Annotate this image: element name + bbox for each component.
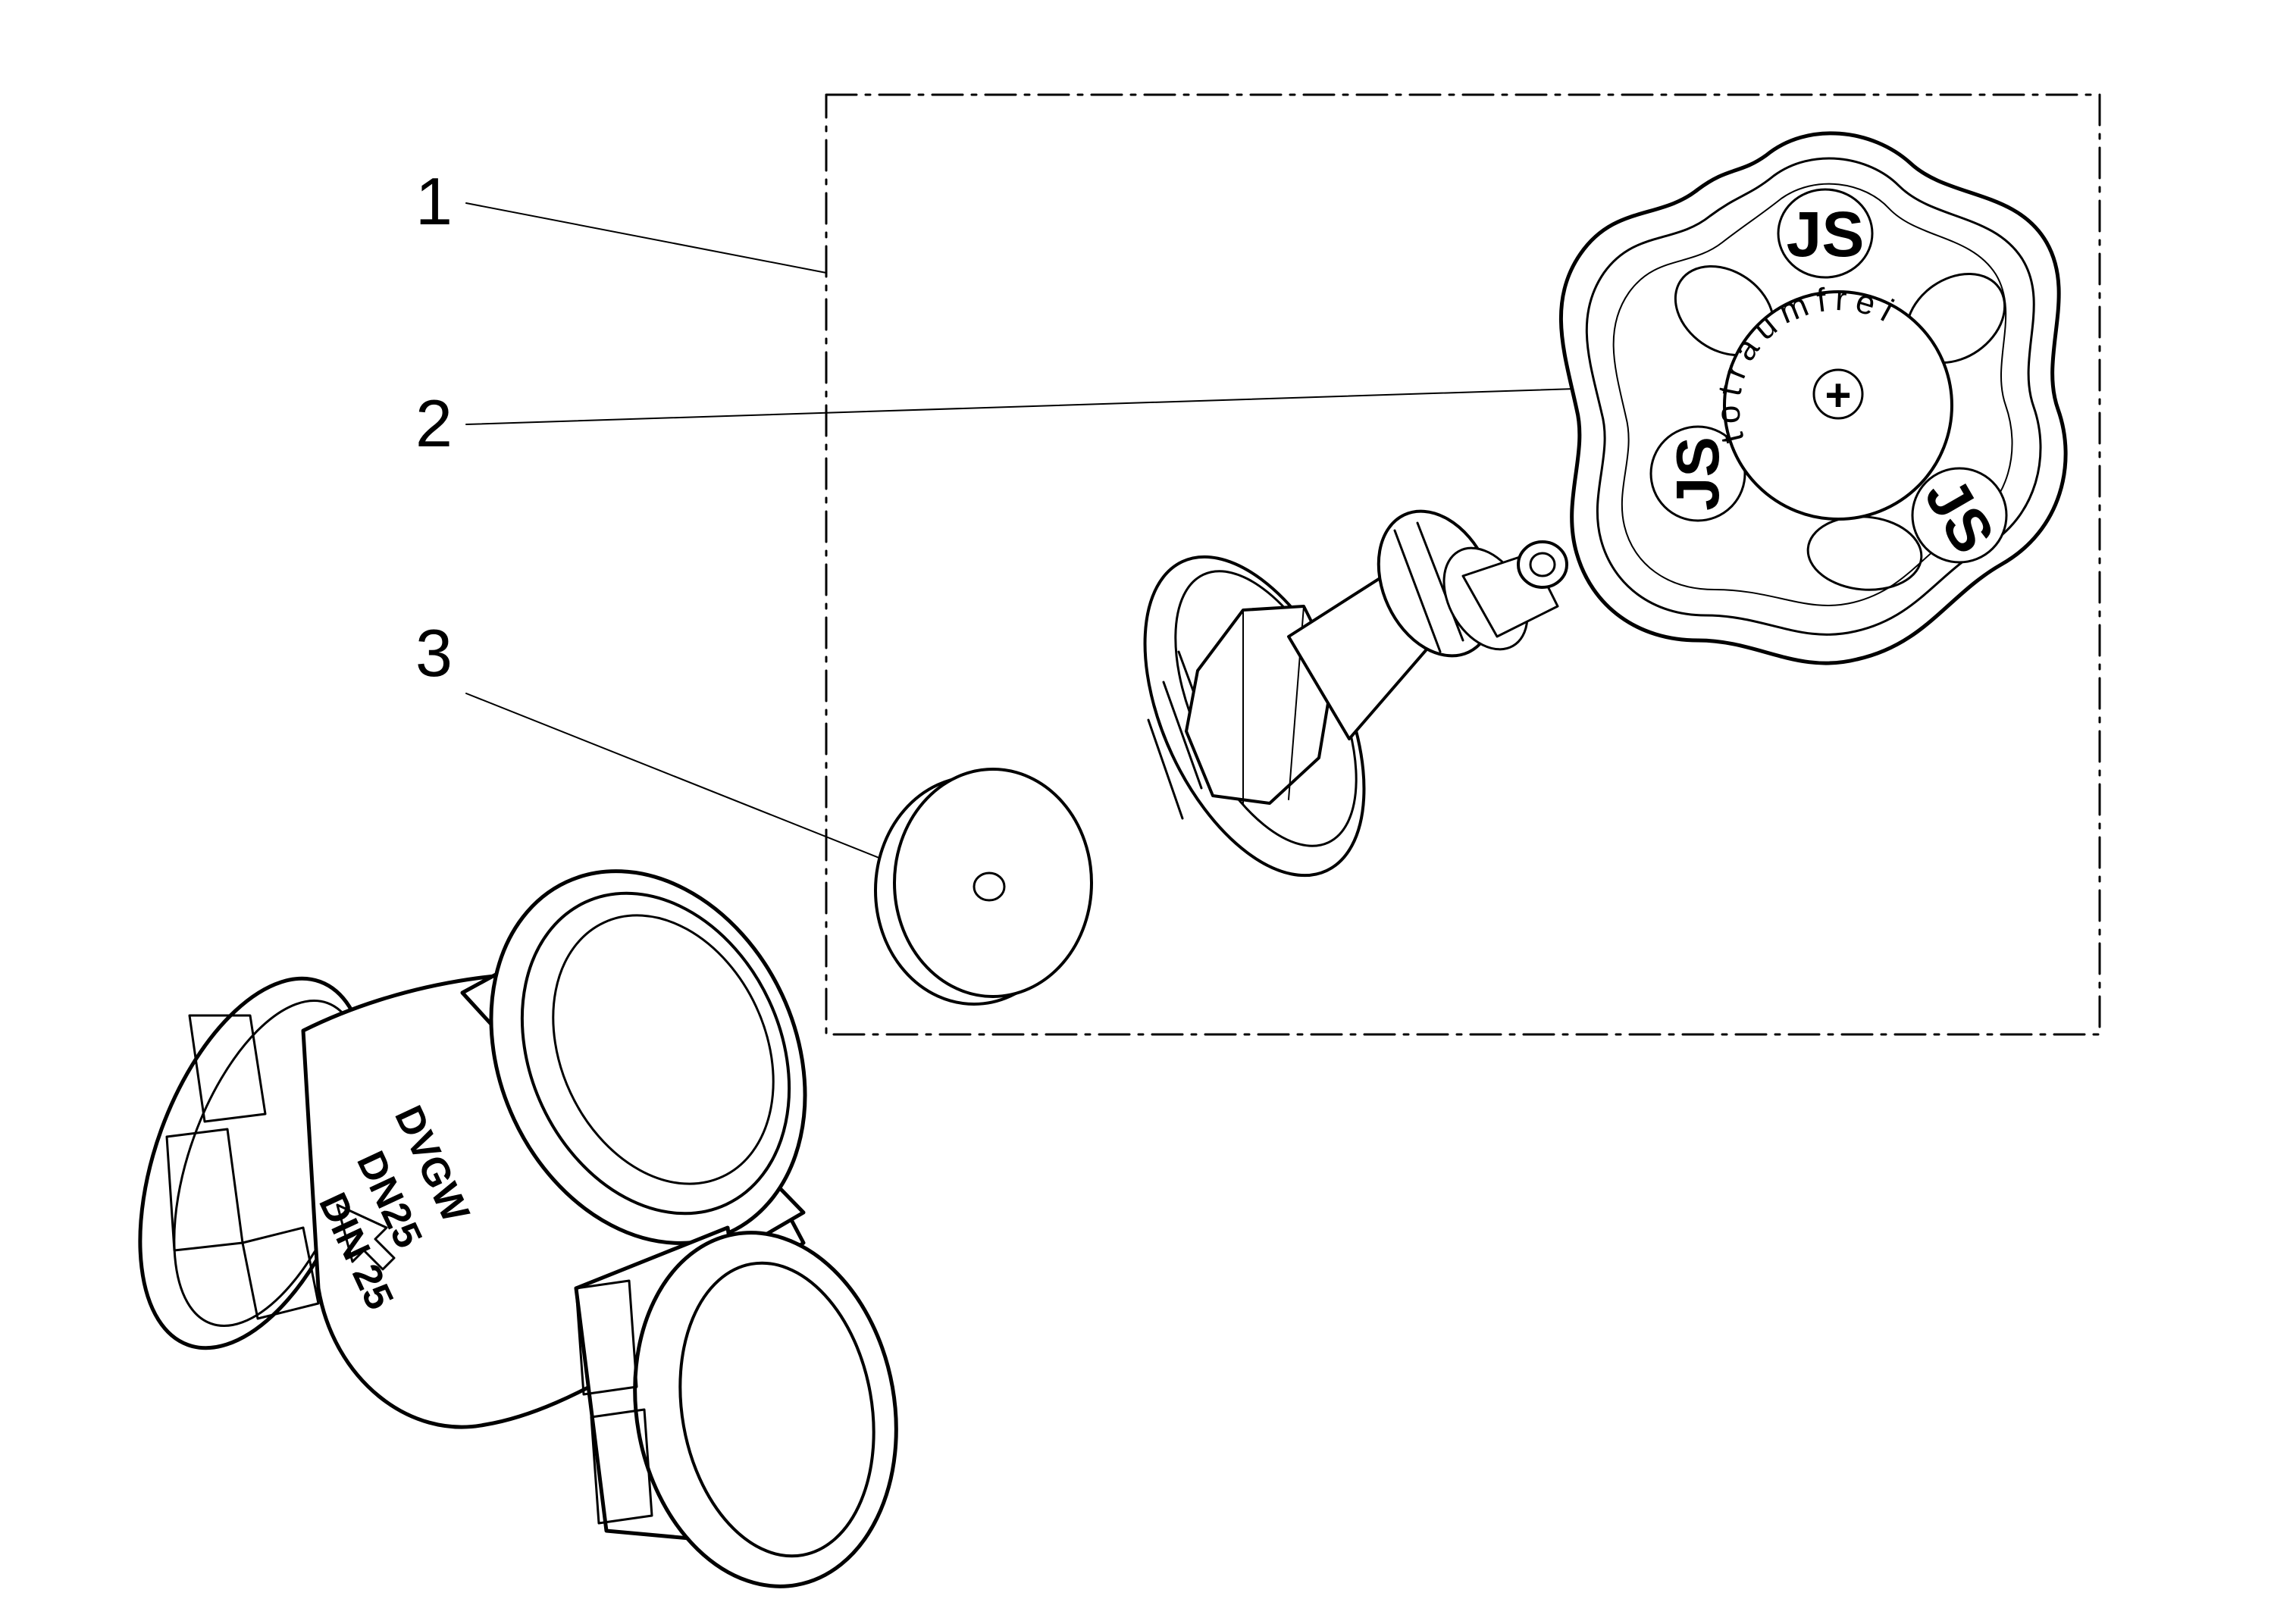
callout-2-label: 2 — [415, 386, 453, 461]
handwheel: JS JS JS totraumfrei + — [1558, 131, 2068, 665]
leader-line-2 — [465, 387, 1600, 425]
logo-left-text: JS — [1664, 437, 1731, 511]
logo-top-text: JS — [1787, 199, 1865, 270]
callout-3-label: 3 — [415, 615, 453, 690]
screw-plus: + — [1825, 370, 1851, 421]
callout-1-label: 1 — [415, 164, 453, 239]
hex-nut — [1185, 605, 1336, 805]
washer — [874, 768, 1093, 1006]
logo-pad-left — [1649, 425, 1746, 522]
washer-hole — [973, 871, 1006, 902]
screw-head — [1812, 368, 1864, 420]
logo-pad-top — [1777, 188, 1874, 279]
valve-body: DVGW DN25 DIN 25 — [138, 869, 898, 1588]
headpiece-spindle — [1143, 509, 1568, 878]
logo-pad-right — [1911, 467, 2008, 564]
leader-line-3 — [465, 693, 914, 872]
cap-disc — [1723, 290, 1953, 521]
leader-line-1 — [465, 202, 827, 274]
outlet-end-outer — [633, 1231, 898, 1588]
flow-arrow — [336, 1203, 396, 1271]
assembly-1-frame — [825, 93, 2101, 1036]
